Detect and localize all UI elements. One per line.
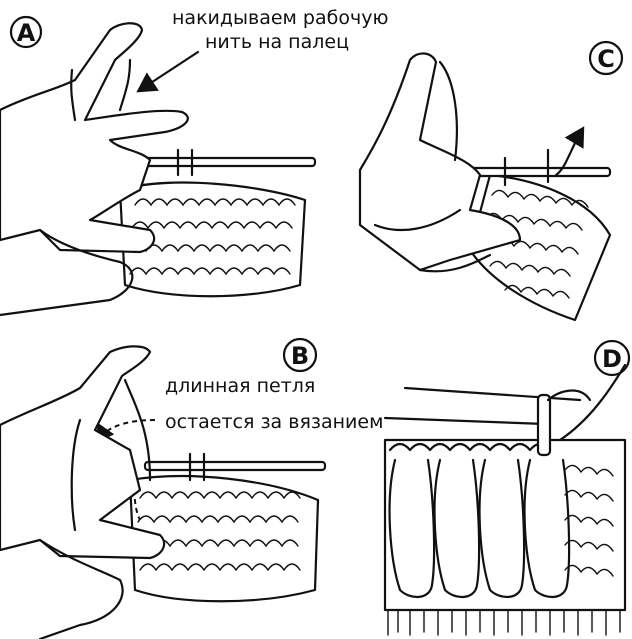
knitting-needle-icon [143,452,327,482]
hand-icon [0,345,166,639]
badge-letter-d: D [602,345,622,373]
knitting-needle-icon [138,148,317,177]
badge-letter-a: A [17,19,36,47]
knitted-fabric-b [127,454,320,603]
arrow-icon [554,126,585,177]
arrow-icon [95,419,156,444]
badge-a: A [9,15,43,49]
caption-b-line-2: остается за вязанием [165,411,383,433]
hand-icon [0,22,189,317]
badge-c: C [588,40,624,76]
panel-b: B длинная петля остается за вязанием [0,337,383,639]
knitted-fabric-c [468,173,612,322]
panel-c: C [358,40,624,322]
badge-letter-c: C [597,45,615,73]
caption-a-line-1: накидываем рабочую [172,7,388,29]
badge-b: B [282,337,318,373]
hand-icon [358,52,522,273]
arrow-icon [136,50,200,93]
caption-b-line-1: длинная петля [165,375,315,397]
knitting-needle-icon [383,363,627,457]
caption-a-line-2: нить на палец [205,31,349,53]
panel-d: D [383,339,631,636]
panel-a: A накидываем рабочую нить на палец [0,7,388,317]
knitted-fabric-d [383,438,627,636]
badge-letter-b: B [291,342,309,370]
badge-d: D [593,339,631,377]
knitted-fabric-a [118,181,307,298]
